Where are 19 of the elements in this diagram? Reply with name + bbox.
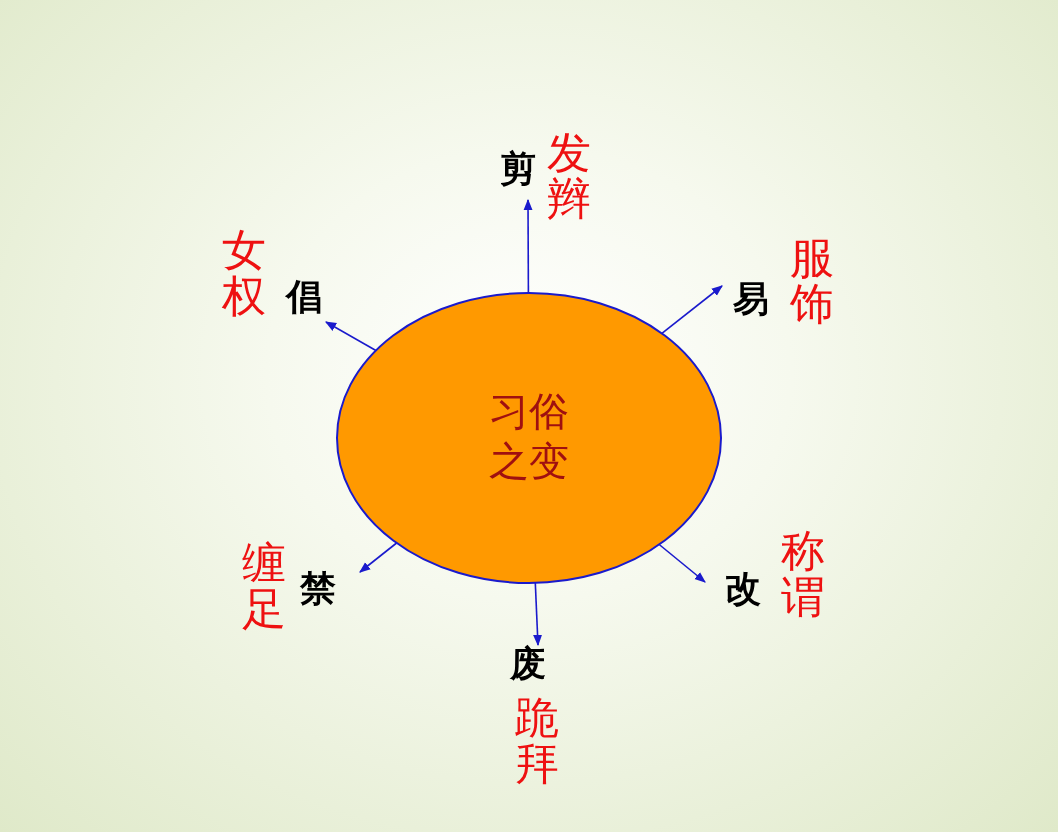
verb-text: 改	[725, 570, 761, 608]
verb-text: 废	[510, 645, 546, 683]
arrow	[658, 543, 706, 583]
noun-text: 女权	[222, 227, 266, 320]
verb-text: 剪	[500, 150, 536, 188]
arrow	[359, 542, 398, 573]
arrow	[325, 321, 377, 352]
noun-text: 发辫	[547, 130, 591, 223]
arrow	[523, 198, 533, 294]
center-text: 习俗之变	[488, 387, 570, 486]
noun-text: 服饰	[790, 235, 834, 328]
arrow	[533, 582, 543, 647]
arrow	[661, 285, 723, 335]
verb-text: 倡	[286, 278, 322, 316]
noun-text: 称谓	[781, 528, 825, 621]
noun-text: 缠足	[242, 540, 286, 633]
noun-text: 跪拜	[515, 695, 559, 788]
verb-text: 易	[733, 280, 769, 318]
verb-text: 禁	[300, 570, 336, 608]
